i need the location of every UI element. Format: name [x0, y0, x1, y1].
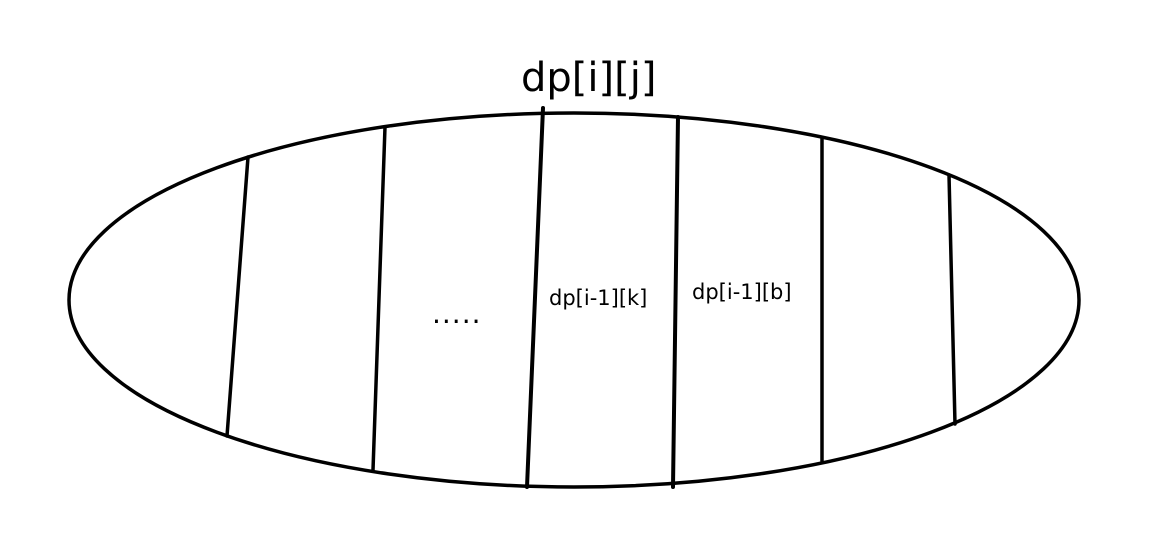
dp-i-1-b-label: dp[i-1][b] — [692, 280, 792, 304]
divider-line-4 — [671, 115, 680, 489]
dp-i-j-label: dp[i][j] — [521, 55, 657, 101]
divider-line-1 — [225, 155, 250, 438]
divider-line-6 — [947, 173, 957, 426]
divider-line-3 — [525, 106, 545, 489]
ellipsis-label: ..... — [432, 297, 482, 330]
outer-ellipse — [67, 111, 1081, 489]
divider-line-2 — [371, 125, 387, 472]
dp-i-1-k-label: dp[i-1][k] — [549, 286, 648, 310]
